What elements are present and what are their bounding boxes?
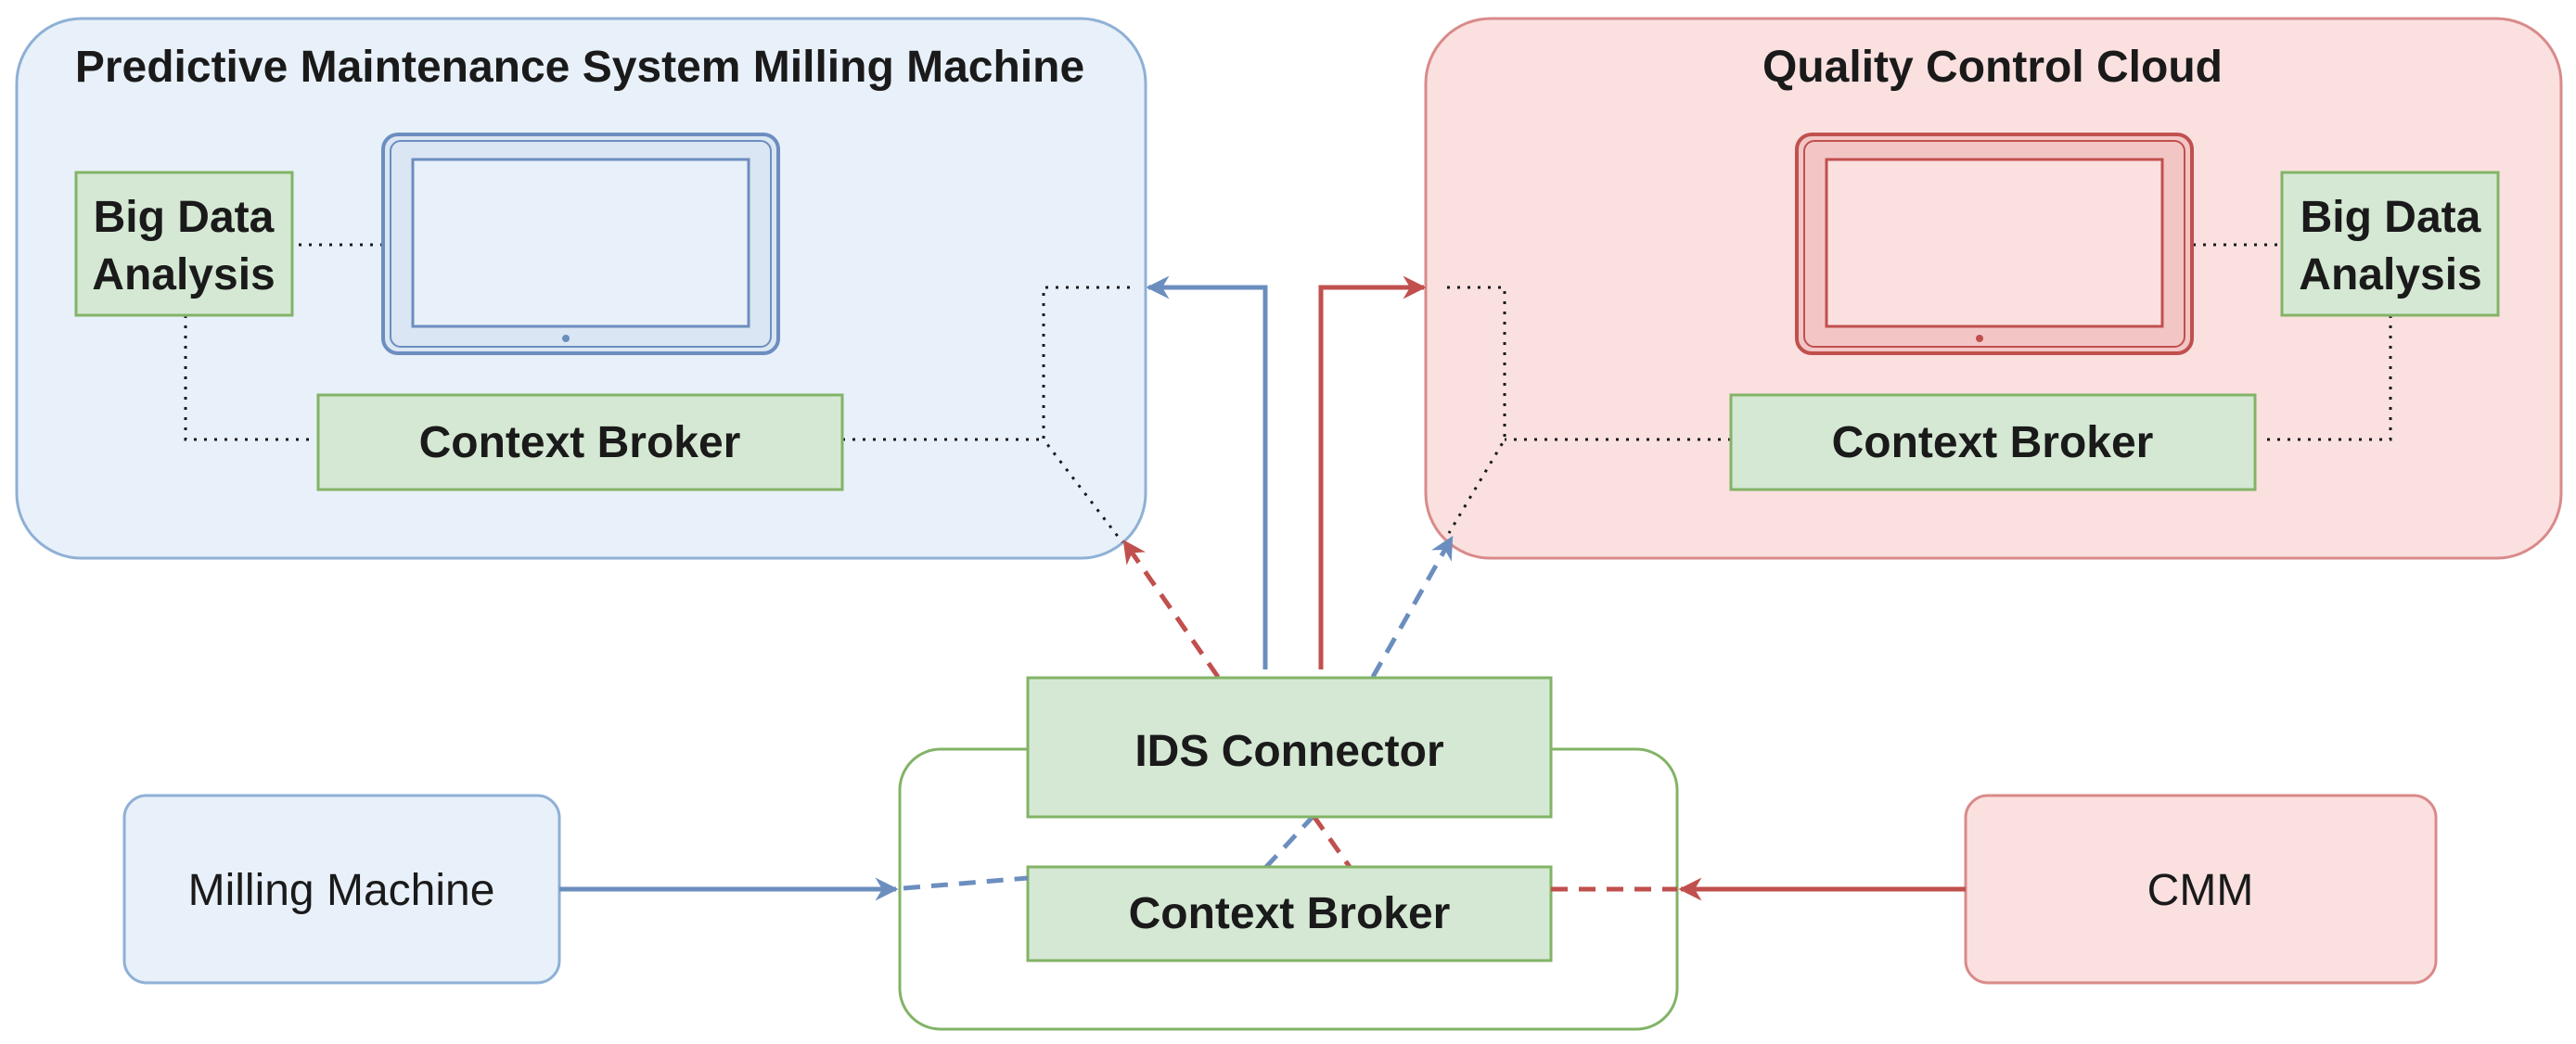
milling-machine-label: Milling Machine: [188, 866, 495, 915]
tablet-icon: [1795, 133, 2194, 355]
right-context-broker-label: Context Broker: [1832, 418, 2154, 467]
cmm-label: CMM: [2147, 866, 2254, 915]
predictive-group-title: Predictive Maintenance System Milling Ma…: [75, 43, 1084, 92]
center-context-broker-label: Context Broker: [1129, 889, 1451, 938]
blue-dashed-link-internal: [1263, 814, 1315, 870]
left-context-broker-label: Context Broker: [419, 418, 741, 467]
red-dashed-link-internal: [1311, 814, 1352, 869]
left-big-data-box[interactable]: [74, 171, 294, 317]
tablet-icon: [381, 133, 780, 355]
red-dashed-arrow-to-predictive: [1121, 539, 1221, 679]
ids-connector-label: IDS Connector: [1134, 727, 1443, 776]
left-big-data-line1: Big Data: [94, 193, 275, 242]
blue-dashed-arrow-to-quality: [1370, 535, 1455, 679]
quality-group-title: Quality Control Cloud: [1762, 43, 2223, 92]
blue-dashed-link-milling: [903, 875, 1029, 891]
right-big-data-line1: Big Data: [2300, 193, 2481, 242]
center-context-broker-box[interactable]: [1026, 865, 1553, 962]
right-big-data-line2: Analysis: [2299, 250, 2481, 299]
left-big-data-line2: Analysis: [92, 250, 275, 299]
left-context-broker-box[interactable]: [316, 393, 844, 491]
right-big-data-box[interactable]: [2280, 171, 2500, 317]
ids-connector-box[interactable]: [1026, 676, 1553, 819]
blue-solid-arrow-to-predictive: [1146, 275, 1268, 669]
internal-dotted-links: [184, 243, 2392, 543]
right-context-broker-box[interactable]: [1729, 393, 2257, 491]
red-solid-arrow-to-quality: [1318, 275, 1427, 669]
